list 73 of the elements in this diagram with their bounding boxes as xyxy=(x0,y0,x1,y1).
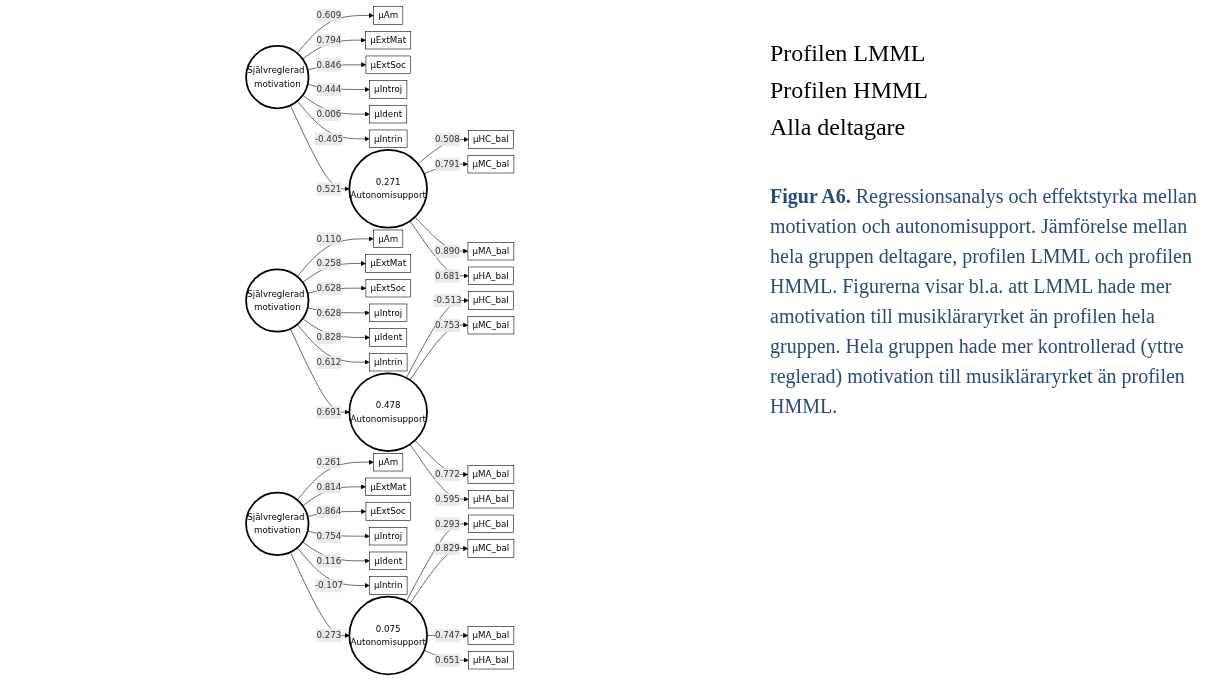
edge-label: 0.110 xyxy=(316,233,342,244)
node-box: µExtMat xyxy=(365,31,412,50)
node-box: µIntrin xyxy=(368,129,408,148)
node-box: µExtMat xyxy=(365,254,412,273)
node-box: µExtSoc xyxy=(365,502,411,521)
node-circle: 0.271 Autonomisupport xyxy=(348,149,428,229)
node-box: µIntroj xyxy=(369,303,408,322)
edge-label: 0.846 xyxy=(316,59,342,70)
node-box: µMA_bal xyxy=(467,626,515,645)
figure-caption: Figur A6. Regressionsanalys och effektstyrka mellan motivation och autonomisupport. Jämförelse mellan hela gruppen deltagare, profilen LMML och profilen HMML. Figurerna visar bl.a. att LMML hade mer amotivation till musikläraryrket än profilen hela gruppen. Hela gruppen hade mer kontrollerad (yttre reglerad) motivation till musikläraryrket än profilen HMML. xyxy=(770,184,1198,419)
edge-label: 0.293 xyxy=(434,518,460,529)
node-box: µMA_bal xyxy=(467,465,515,484)
edge-label: 0.747 xyxy=(434,630,460,641)
edge-label: 0.681 xyxy=(434,270,460,281)
edge-label: 0.829 xyxy=(434,543,460,554)
edge-label: 0.116 xyxy=(316,555,342,566)
node-circle: Självreglerad motivation xyxy=(245,45,310,110)
edge-label: 0.754 xyxy=(316,530,342,542)
edge-label: 0.521 xyxy=(316,183,342,194)
edge-label: 0.444 xyxy=(316,84,342,95)
edge-label: 0.794 xyxy=(316,34,342,46)
node-box: µHC_bal xyxy=(468,291,514,310)
node-box: µHA_bal xyxy=(468,266,514,285)
edge-label: 0.864 xyxy=(316,506,342,517)
node-box: µAm xyxy=(373,229,404,248)
edge-label: 0.772 xyxy=(434,469,460,480)
edge-label: 0.258 xyxy=(316,258,342,269)
node-box: µIntroj xyxy=(369,527,408,546)
edge-label: 0.273 xyxy=(316,630,342,641)
edge-label: 0.814 xyxy=(316,481,342,492)
node-box: µExtSoc xyxy=(365,279,411,298)
node-circle: Självreglerad motivation xyxy=(245,491,310,556)
edge-label: 0.651 xyxy=(434,654,460,666)
node-box: µIdent xyxy=(369,328,408,347)
edge-label: -0.107 xyxy=(314,580,343,591)
node-box: µIdent xyxy=(369,551,408,570)
edge-label: -0.513 xyxy=(433,295,462,306)
edge-label: 0.691 xyxy=(316,406,342,418)
node-box: µIntroj xyxy=(369,80,408,99)
node-box: µIntrin xyxy=(368,576,408,595)
node-box: µHA_bal xyxy=(468,490,514,509)
node-circle: Självreglerad motivation xyxy=(245,268,310,333)
node-box: µHC_bal xyxy=(468,130,514,149)
node-box: µMA_bal xyxy=(467,242,515,261)
node-box: µHA_bal xyxy=(468,651,514,670)
node-box: µHC_bal xyxy=(468,514,514,533)
node-box: µIntrin xyxy=(368,353,408,372)
edge-label: 0.828 xyxy=(316,332,342,343)
edge-label: 0.753 xyxy=(434,319,460,331)
edge-label: 0.595 xyxy=(434,493,460,505)
edge-label: 0.628 xyxy=(316,282,342,294)
node-box: µIdent xyxy=(369,105,408,124)
node-box: µAm xyxy=(373,6,404,25)
model-title: Profilen LMML xyxy=(770,40,927,67)
edge-label: 0.791 xyxy=(434,158,460,170)
node-circle: 0.075 Autonomisupport xyxy=(348,595,428,676)
node-box: µAm xyxy=(373,453,404,472)
edge-label: 0.628 xyxy=(316,307,342,318)
edge-label: 0.612 xyxy=(316,356,342,368)
edge-label: 0.006 xyxy=(316,108,342,120)
node-box: µExtMat xyxy=(365,477,412,496)
edge-label: 0.890 xyxy=(434,245,460,257)
node-box: µExtSoc xyxy=(365,55,411,74)
edge-label: 0.508 xyxy=(434,134,460,145)
model-title: Alla deltagare xyxy=(770,114,907,141)
edge-label: -0.405 xyxy=(314,133,343,144)
model-title: Profilen HMML xyxy=(770,77,929,104)
node-box: µMC_bal xyxy=(467,539,515,558)
node-circle: 0.478 Autonomisupport xyxy=(348,372,428,452)
node-box: µMC_bal xyxy=(467,316,515,335)
node-box: µMC_bal xyxy=(467,155,515,174)
edge-label: 0.261 xyxy=(316,456,342,468)
edge-label: 0.609 xyxy=(316,10,342,21)
